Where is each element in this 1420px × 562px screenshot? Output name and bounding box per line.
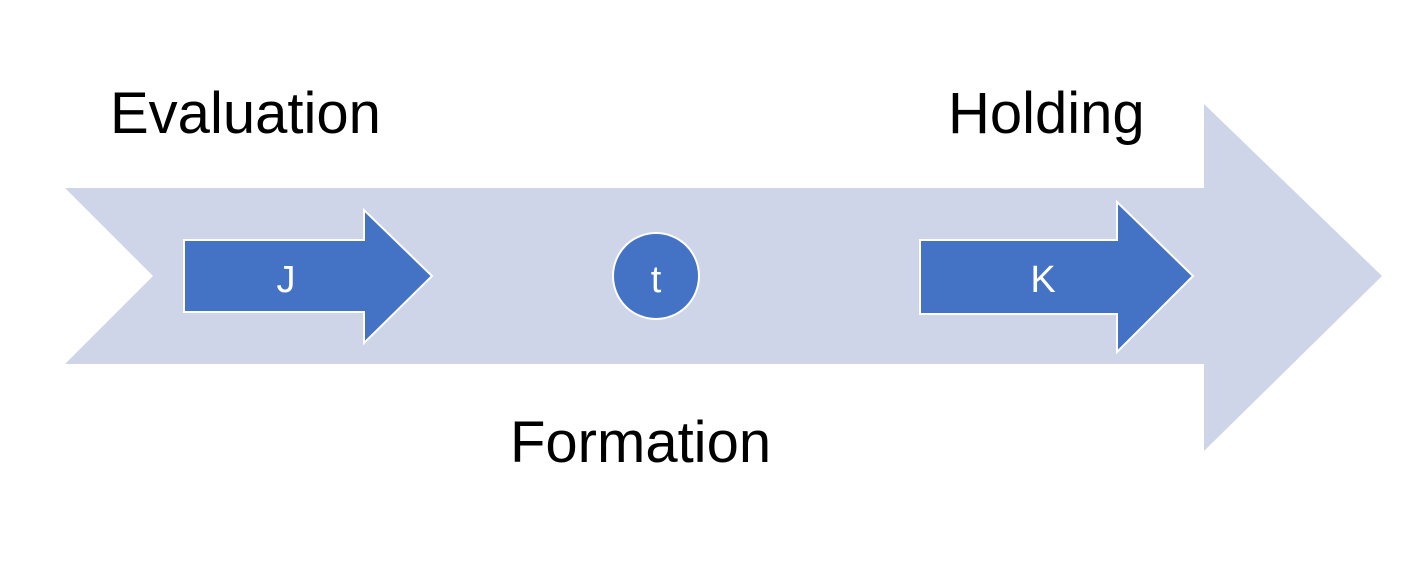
step-arrow-k-label: K bbox=[1030, 259, 1055, 301]
label-evaluation: Evaluation bbox=[110, 81, 381, 146]
label-formation: Formation bbox=[510, 410, 771, 475]
step-arrow-j-label: J bbox=[277, 259, 296, 301]
step-arrow-k: K bbox=[919, 199, 1195, 355]
center-node-t: t bbox=[612, 232, 700, 320]
label-holding: Holding bbox=[948, 81, 1145, 146]
center-node-label: t bbox=[651, 259, 662, 301]
step-arrow-j-shape bbox=[183, 207, 434, 346]
main-process-arrow bbox=[65, 104, 1382, 451]
center-node-circle bbox=[612, 232, 700, 320]
step-arrow-k-shape bbox=[919, 199, 1195, 355]
step-arrow-j: J bbox=[183, 207, 434, 346]
